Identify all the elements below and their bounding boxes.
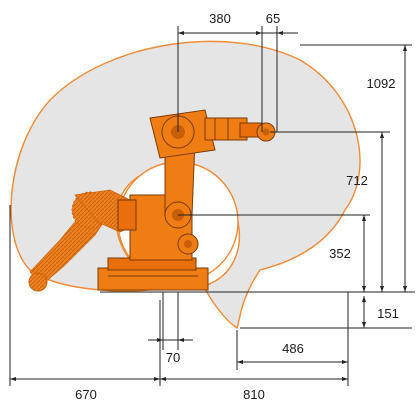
label-810: 810 (243, 387, 265, 402)
dimension-70: 70 (148, 292, 193, 365)
label-65: 65 (266, 11, 280, 26)
dimension-670: 670 (9, 205, 161, 402)
dimension-712: 712 (270, 131, 390, 292)
label-712: 712 (346, 173, 368, 188)
dimension-380: 380 (177, 11, 263, 132)
robot-base (97, 257, 209, 291)
dimension-151: 151 (240, 296, 412, 329)
label-380: 380 (209, 11, 231, 26)
dimension-352: 352 (178, 214, 370, 292)
dimension-486: 486 (236, 330, 348, 370)
label-70: 70 (166, 350, 180, 365)
label-151: 151 (377, 306, 399, 321)
dimension-1092: 1092 (300, 44, 412, 292)
label-352: 352 (329, 246, 351, 261)
label-486: 486 (282, 341, 304, 356)
label-670: 670 (75, 387, 97, 402)
dimension-810: 810 (160, 292, 349, 402)
dimension-65: 65 (262, 11, 298, 132)
label-1092: 1092 (367, 76, 396, 91)
